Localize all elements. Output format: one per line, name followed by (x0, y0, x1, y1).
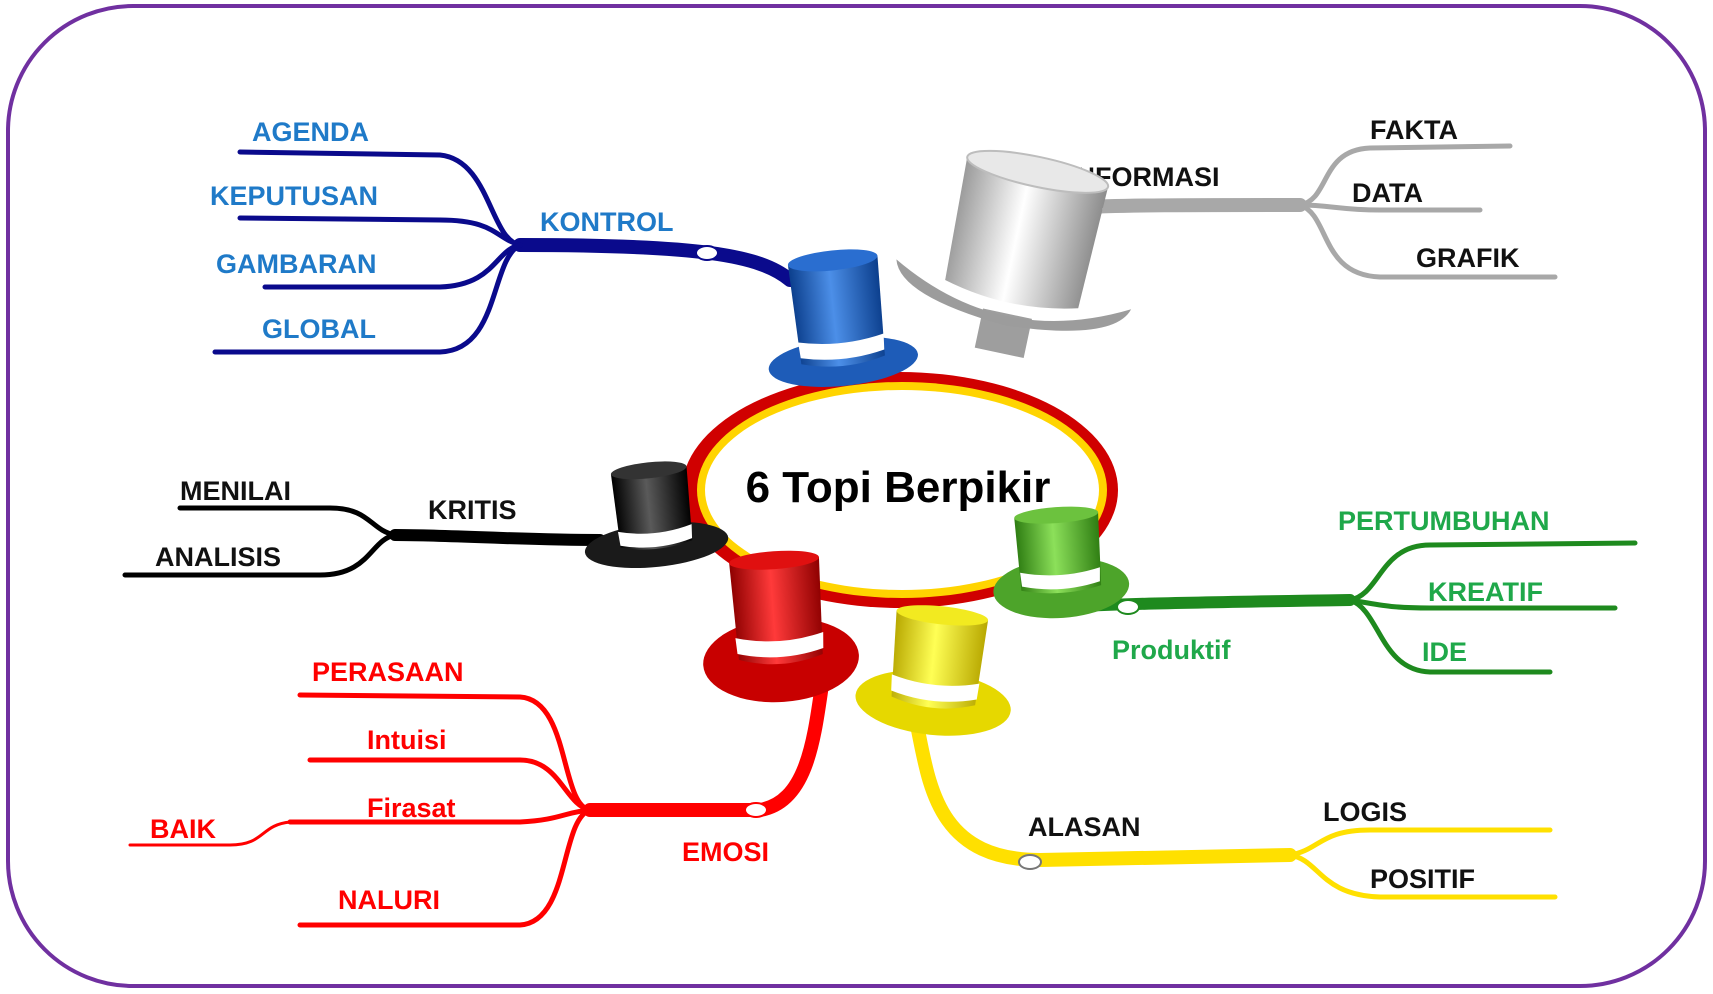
green-child-1: PERTUMBUHAN (1338, 506, 1550, 536)
blue-child-3: GAMBARAN (216, 249, 376, 279)
black-child-2: ANALISIS (155, 542, 281, 572)
blue-child-1: AGENDA (252, 117, 369, 147)
red-hat-icon (703, 550, 859, 703)
green-hat-icon (993, 506, 1130, 619)
green-child-2: KREATIF (1428, 577, 1543, 607)
black-hat-icon (584, 461, 729, 569)
green-branch-node (1116, 599, 1140, 615)
white-hat-icon (896, 149, 1132, 359)
white-child-1: FAKTA (1370, 115, 1458, 145)
blue-branch-node (695, 245, 719, 261)
blue-child-4: GLOBAL (262, 314, 376, 344)
red-child-3: Firasat (367, 793, 456, 823)
yellow-hat-icon (855, 605, 1011, 736)
blue-hat-icon (768, 249, 918, 387)
center-node: 6 Topi Berpikir (682, 372, 1118, 608)
blue-branch-label: KONTROL (540, 207, 673, 237)
center-title: 6 Topi Berpikir (746, 463, 1051, 512)
yellow-child-2: POSITIF (1370, 864, 1475, 894)
red-child-4: NALURI (338, 885, 440, 915)
yellow-branch-label: ALASAN (1028, 812, 1141, 842)
green-child-3: IDE (1422, 637, 1467, 667)
blue-child-2: KEPUTUSAN (210, 181, 378, 211)
black-child-1: MENILAI (180, 476, 291, 506)
red-branch-node (744, 802, 768, 818)
red-child-1: PERASAAN (312, 657, 464, 687)
yellow-branch-node (1018, 854, 1042, 870)
black-branch-label: KRITIS (428, 495, 517, 525)
red-branch-label: EMOSI (682, 837, 769, 867)
red-sub-label: BAIK (150, 814, 216, 844)
red-child-2: Intuisi (367, 725, 447, 755)
yellow-child-1: LOGIS (1323, 797, 1407, 827)
black-branch (122, 505, 606, 578)
white-child-3: GRAFIK (1416, 243, 1520, 273)
white-child-2: DATA (1352, 178, 1423, 208)
green-branch-label: Produktif (1112, 635, 1232, 665)
